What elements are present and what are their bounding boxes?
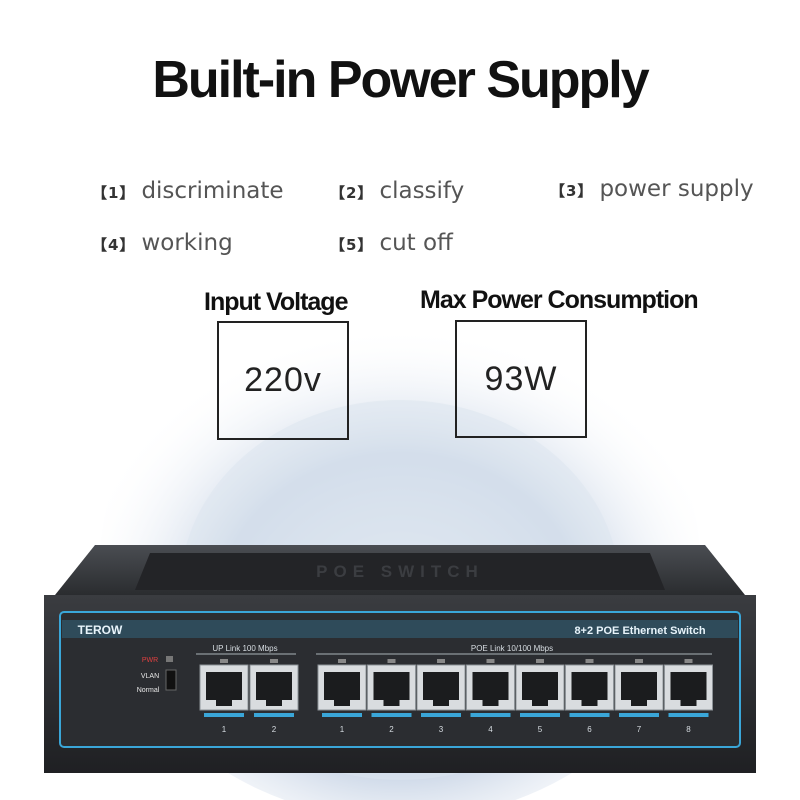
poe-port-1: 1 [317, 659, 367, 734]
port-led [270, 659, 278, 663]
uplink-port-1: 1 [199, 659, 249, 734]
ports-group: 1 2 1 2 3 4 5 6 7 8 [199, 659, 713, 734]
brand-logo: TEROW [78, 623, 123, 637]
uplink-port-2: 2 [249, 659, 299, 734]
pwr-led [166, 656, 173, 662]
port-number-label: 1 [222, 725, 227, 734]
port-led [684, 659, 693, 663]
port-led [220, 659, 228, 663]
model-label: 8+2 POE Ethernet Switch [574, 625, 705, 637]
rj45-opening [522, 672, 558, 706]
vlan-toggle [165, 669, 177, 691]
device-top-plate [135, 553, 665, 590]
port-indicator-bar [204, 713, 244, 717]
rj45-opening [206, 672, 242, 706]
port-number-label: 4 [488, 725, 493, 734]
step-2: 【2】classify [330, 178, 465, 204]
poe-port-2: 2 [367, 659, 416, 734]
rj45-opening [621, 672, 657, 706]
uplink-label: UP Link 100 Mbps [212, 644, 277, 653]
step-5: 【5】cut off [330, 230, 453, 256]
poe-port-8: 8 [664, 659, 713, 734]
brand-bar [62, 620, 738, 638]
max-power-value: 93W [484, 359, 558, 398]
port-led [338, 659, 346, 663]
port-number-label: 2 [272, 725, 277, 734]
port-number-label: 6 [587, 725, 592, 734]
port-indicator-bar [470, 713, 511, 717]
rj45-opening [423, 672, 459, 706]
pwr-led-label: PWR [142, 657, 158, 664]
port-number-label: 3 [439, 725, 444, 734]
port-number-label: 8 [686, 725, 691, 734]
vlan-switch-label: VLAN [141, 673, 159, 680]
port-indicator-bar [569, 713, 610, 717]
normal-switch-label: Normal [137, 687, 160, 694]
port-indicator-bar [371, 713, 412, 717]
poe-port-7: 7 [614, 659, 664, 734]
input-voltage-box: 220v [217, 321, 349, 440]
rj45-opening [373, 672, 410, 706]
port-indicator-bar [668, 713, 709, 717]
port-led [585, 659, 594, 663]
port-indicator-bar [254, 713, 294, 717]
port-led [387, 659, 396, 663]
port-led [437, 659, 445, 663]
rj45-opening [670, 672, 707, 706]
step-4: 【4】working [92, 230, 233, 256]
device-top-label: POE SWITCH [316, 562, 484, 581]
poe-port-3: 3 [416, 659, 466, 734]
step-3: 【3】power supply [550, 176, 754, 202]
port-led [486, 659, 495, 663]
poe-port-4: 4 [466, 659, 515, 734]
input-voltage-label: Input Voltage [204, 288, 348, 316]
port-number-label: 7 [637, 725, 642, 734]
poe-link-label: POE Link 10/100 Mbps [471, 644, 553, 653]
port-number-label: 2 [389, 725, 394, 734]
rj45-opening [256, 672, 292, 706]
max-power-label: Max Power Consumption [420, 286, 699, 314]
max-power-box: 93W [455, 320, 587, 438]
port-led [536, 659, 544, 663]
step-1: 【1】discriminate [92, 178, 284, 204]
port-indicator-bar [619, 713, 659, 717]
headline: Built-in Power Supply [152, 51, 649, 109]
port-number-label: 5 [538, 725, 543, 734]
rj45-opening [472, 672, 509, 706]
port-indicator-bar [520, 713, 560, 717]
rj45-opening [571, 672, 608, 706]
poe-port-6: 6 [565, 659, 614, 734]
rj45-opening [324, 672, 360, 706]
port-number-label: 1 [340, 725, 345, 734]
port-led [635, 659, 643, 663]
port-indicator-bar [421, 713, 461, 717]
port-indicator-bar [322, 713, 362, 717]
poe-port-5: 5 [515, 659, 565, 734]
input-voltage-value: 220v [244, 361, 322, 399]
